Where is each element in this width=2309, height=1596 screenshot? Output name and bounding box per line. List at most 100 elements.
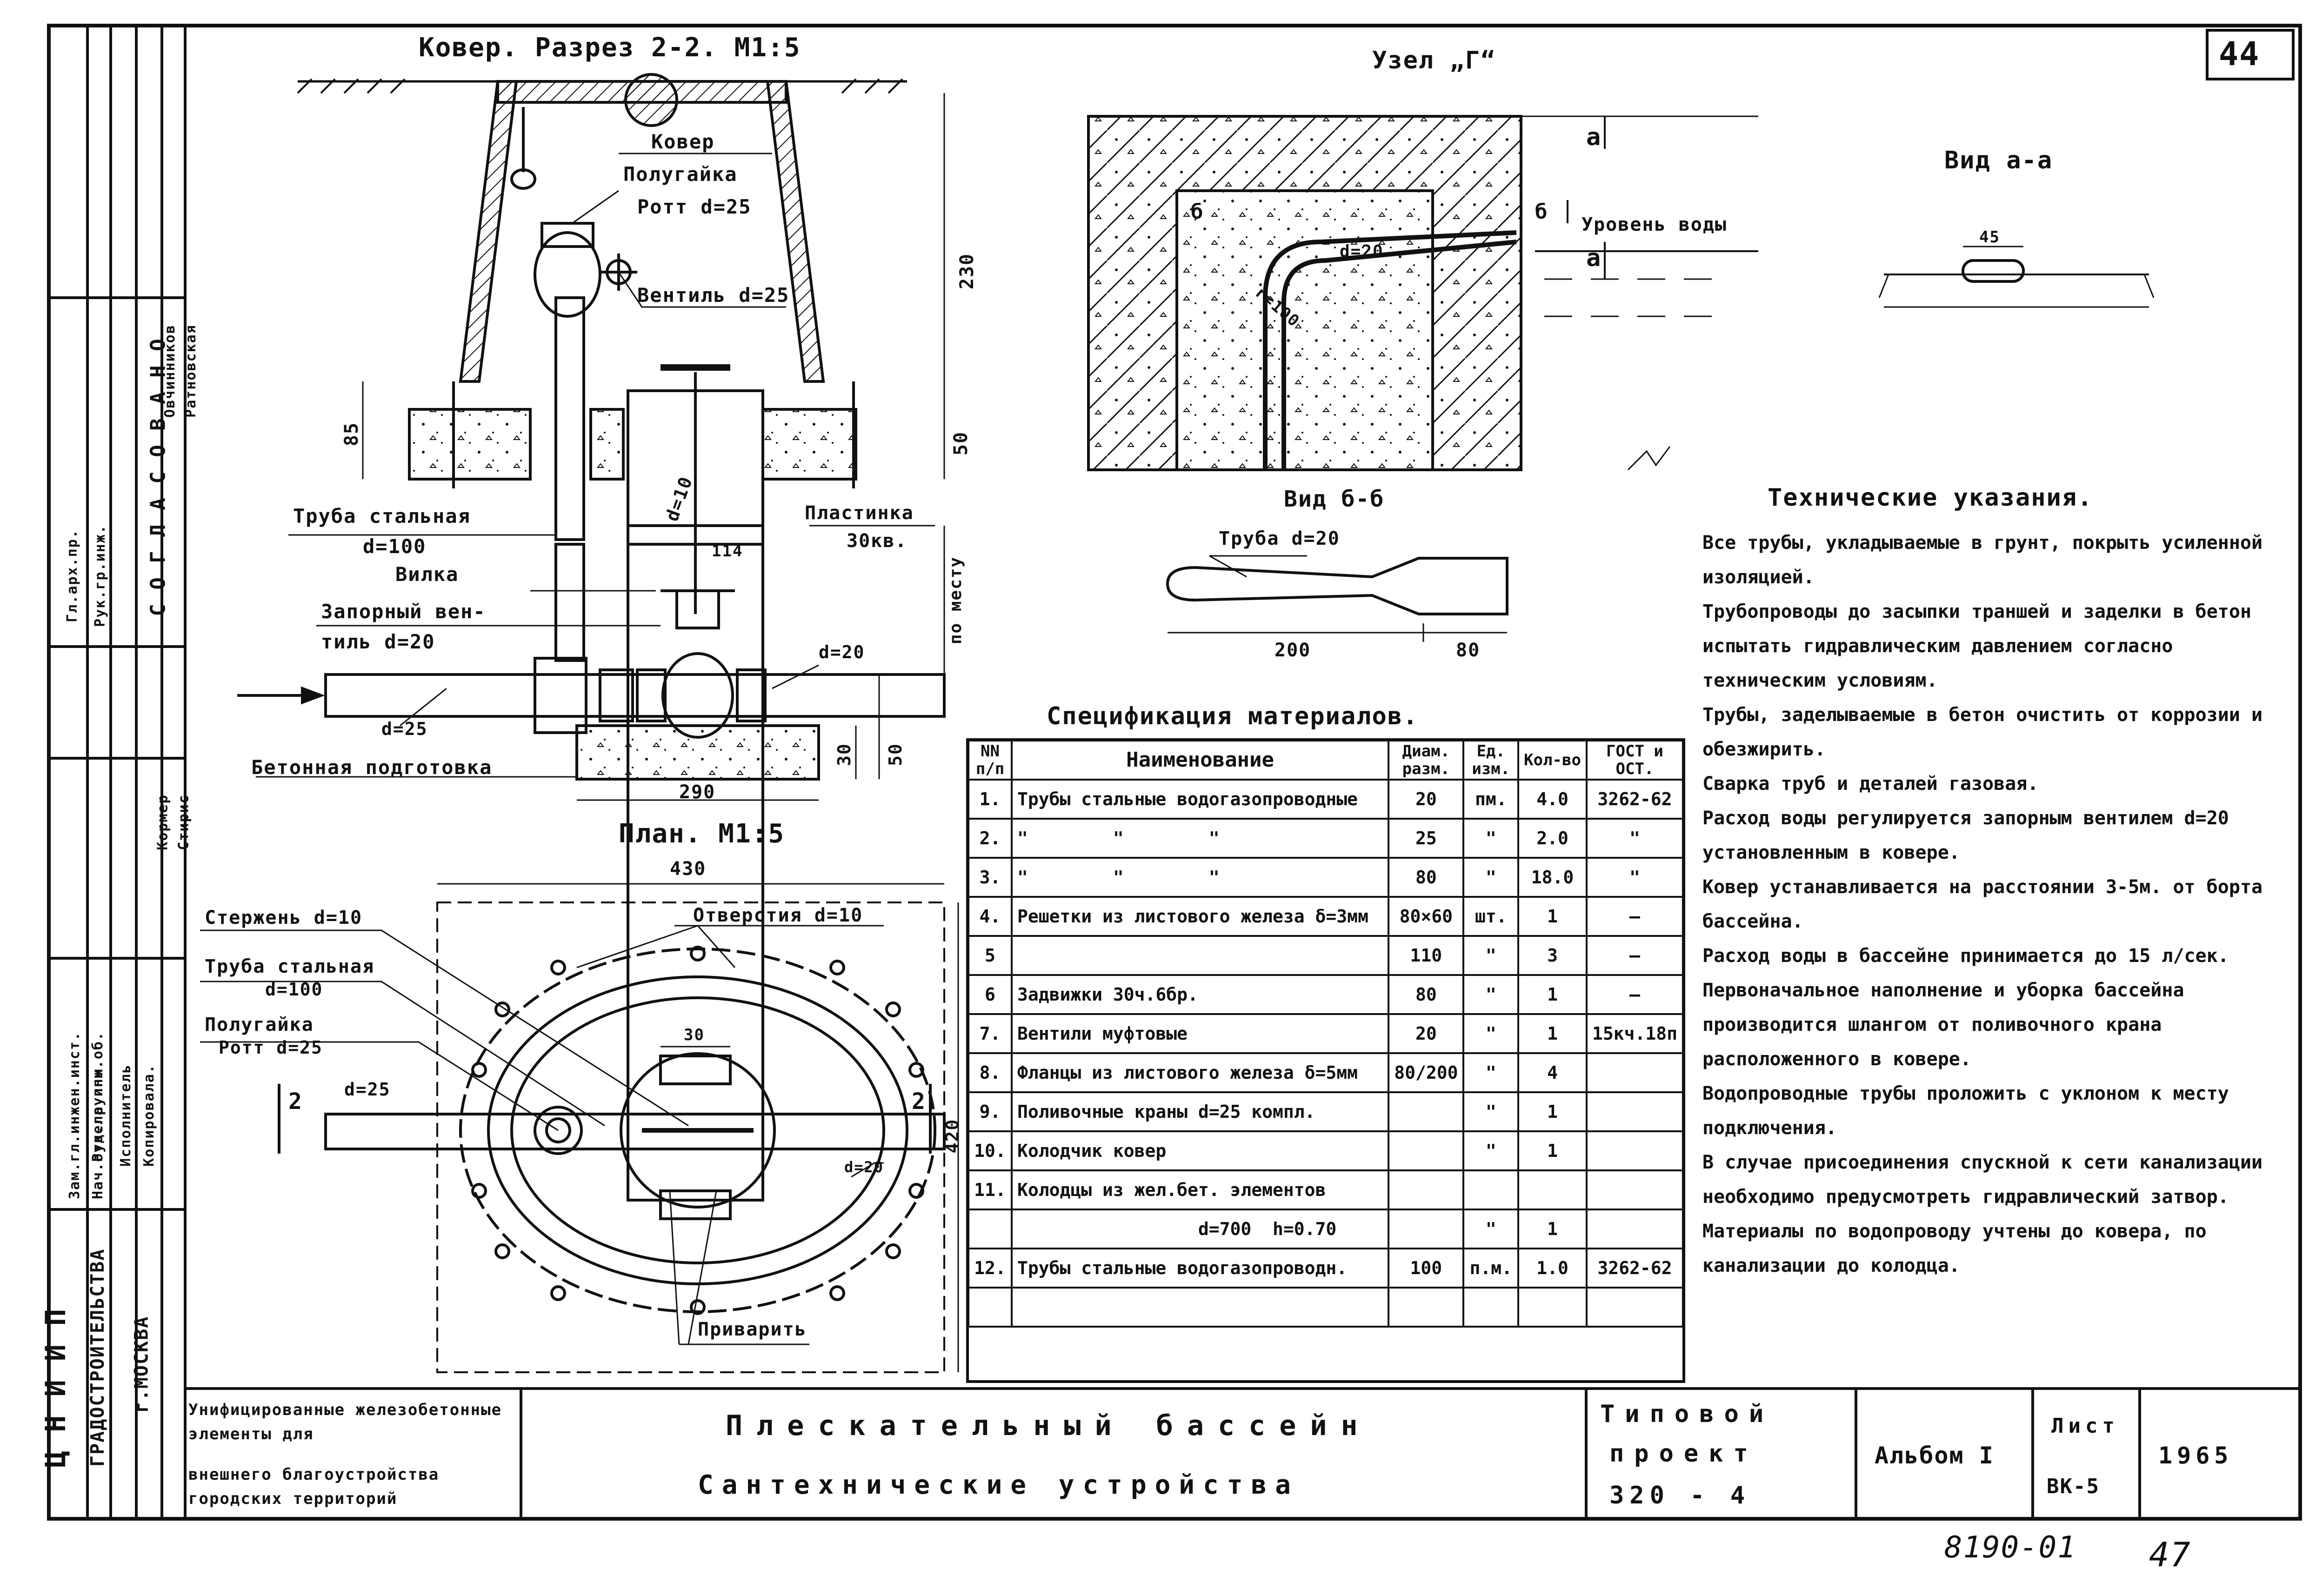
dim-80: 80 [1456, 640, 1481, 661]
spec-cell: " [1462, 1052, 1520, 1093]
dim-45: 45 [1979, 228, 2000, 247]
spec-cell: 20 [1388, 779, 1465, 820]
spec-cell: 3262-62 [1585, 1248, 1684, 1289]
spec-cell [1010, 935, 1390, 976]
spec-cell: " [1585, 818, 1684, 859]
dim-420: 420 [942, 1118, 963, 1154]
spec-cell: " [1462, 935, 1520, 976]
spec-row: d=700 h=0.70"1 [968, 1209, 1684, 1249]
spec-row: 2." " "25"2.0" [968, 818, 1684, 859]
stamp-signer-role-3: Рук.группы [89, 1068, 106, 1162]
tb-list-label: Лист [2051, 1414, 2119, 1438]
label-polugaika: Полугайка [623, 163, 738, 186]
tb-main-2: Сантехнические устройства [698, 1470, 1299, 1500]
label-ventil25: Вентиль d=25 [637, 284, 790, 307]
spec-cell: 1 [1517, 1130, 1588, 1171]
stamp-agree-name-1: Овчинников [161, 324, 178, 418]
spec-cell: пм. [1462, 779, 1520, 820]
label-otverstiya: Отверстия d=10 [693, 905, 863, 926]
tb-tp-1: Типовой [1600, 1400, 1774, 1428]
stamp-signer-name-2: Стирис [175, 794, 192, 850]
spec-header-nn: NN п/п [968, 740, 1013, 781]
spec-cell: 4.0 [1517, 779, 1588, 820]
spec-row: 10.Колодчик ковер"1 [968, 1130, 1684, 1171]
spec-title: Спецификация материалов. [1047, 702, 1419, 730]
spec-cell: " [1462, 974, 1520, 1015]
spec-cell [1517, 1287, 1588, 1328]
footer-code: 8190-01 [1944, 1530, 2076, 1565]
spec-cell: 2. [968, 818, 1013, 859]
note-paragraph: Материалы по водопроводу учтены до ковер… [1702, 1221, 2207, 1276]
spec-cell: 1 [1517, 974, 1588, 1015]
plan-view [200, 883, 959, 1373]
spec-cell [1585, 1091, 1684, 1132]
label-rott25: Ротт d=25 [637, 195, 752, 218]
spec-cell: Поливочные краны d=25 компл. [1010, 1091, 1390, 1132]
label-kover: Ковер [651, 130, 715, 153]
spec-cell: 1 [1517, 1091, 1588, 1132]
spec-cell: 80 [1388, 974, 1465, 1015]
spec-cell: 5 [968, 935, 1013, 976]
spec-cell: Фланцы из листового железа δ=5мм [1010, 1052, 1390, 1093]
note-paragraph: Сварка труб и деталей газовая. [1702, 773, 2039, 795]
plan-title: План. М1:5 [619, 819, 785, 849]
stamp-agree-role-2: Рук.гр.инж. [92, 524, 108, 627]
label-privarit: Приварить [698, 1319, 807, 1340]
spec-cell [968, 1209, 1013, 1249]
label-plan-d100: d=100 [265, 979, 323, 1000]
view-bb-title: Вид б-б [1284, 486, 1385, 512]
node-g-drawing [1087, 115, 2155, 642]
spec-cell: 1 [1517, 1209, 1588, 1249]
spec-cell: Трубы стальные водогазопроводные [1010, 779, 1390, 820]
spec-cell [1388, 1130, 1465, 1171]
spec-cell: 15кч.18п [1585, 1013, 1684, 1054]
spec-cell [1462, 1287, 1520, 1328]
spec-cell: 80×60 [1388, 896, 1465, 937]
dim-50b: 50 [885, 743, 906, 766]
label-truba-d100: d=100 [363, 535, 427, 558]
label-po-mestu: по месту [946, 556, 966, 645]
spec-cell: 1. [968, 779, 1013, 820]
spec-cell: Колодчик ковер [1010, 1130, 1390, 1171]
spec-cell: 3 [1517, 935, 1588, 976]
tb-tp-3: 320 - 4 [1609, 1482, 1751, 1509]
spec-cell: 25 [1388, 818, 1465, 859]
dim-230: 230 [956, 253, 978, 290]
label-truba-d20: Труба d=20 [1219, 528, 1340, 549]
spec-cell: 1 [1517, 1013, 1588, 1054]
label-truba-stal: Труба стальная [293, 505, 471, 528]
footer-page: 47 [2149, 1535, 2191, 1574]
spec-cell [1388, 1209, 1465, 1249]
stamp-org-3: г.МОСКВА [131, 1316, 153, 1413]
stamp-org-2: ГРАДОСТРОИТЕЛЬСТВА [87, 1248, 108, 1467]
spec-cell [1388, 1287, 1465, 1328]
spec-row: 3." " "80"18.0" [968, 857, 1684, 898]
tb-list-value: ВК-5 [2047, 1475, 2100, 1498]
spec-cell: Решетки из листового железа δ=3мм [1010, 896, 1390, 937]
dim-50: 50 [950, 431, 972, 456]
spec-header-qty: Кол-во [1517, 740, 1588, 781]
dim-114: 114 [712, 542, 743, 561]
spec-cell: 110 [1388, 935, 1465, 976]
spec-cell [1585, 1287, 1684, 1328]
spec-row [968, 1287, 1684, 1328]
spec-cell: — [1585, 896, 1684, 937]
spec-cell: 18.0 [1517, 857, 1588, 898]
spec-cell: 1.0 [1517, 1248, 1588, 1289]
note-paragraph: Водопроводные трубы проложить с уклоном … [1702, 1083, 2229, 1139]
spec-cell: Вентили муфтовые [1010, 1013, 1390, 1054]
section-mark-right: 2 [912, 1088, 926, 1115]
spec-cell [1585, 1052, 1684, 1093]
tb-left-1: Унифицированные железобетонные элементы … [188, 1401, 502, 1443]
spec-cell: 80/200 [1388, 1052, 1465, 1093]
label-plan-d25: d=25 [344, 1079, 391, 1100]
spec-header-name: Наименование [1010, 740, 1390, 781]
spec-cell: " " " [1010, 818, 1390, 859]
label-plan-rott: Ротт d=25 [219, 1037, 323, 1058]
section-2-2 [237, 73, 946, 1202]
label-b-right: б [1535, 200, 1548, 224]
